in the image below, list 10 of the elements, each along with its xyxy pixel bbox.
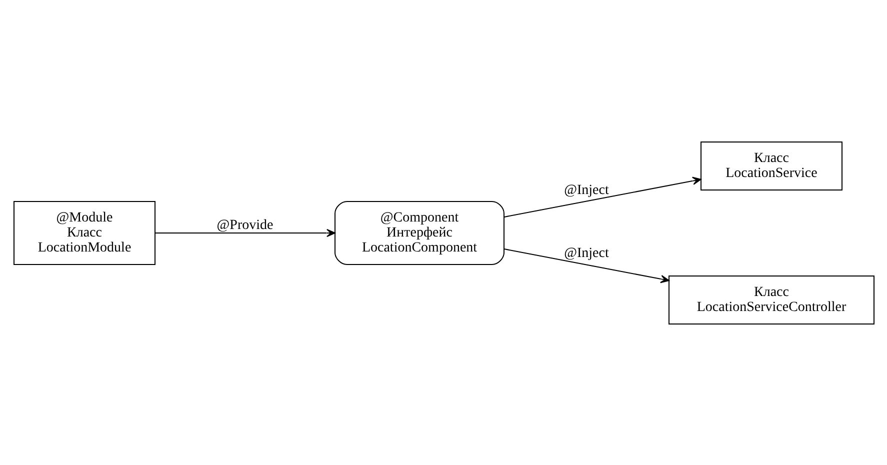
arrow	[154, 228, 335, 237]
node-box: @Module Класс LocationModule	[13, 200, 155, 264]
edge-label: @Inject	[564, 182, 608, 198]
edge-label: @Provide	[216, 218, 273, 233]
edge-label: @Inject	[564, 246, 608, 261]
node-box: Класс LocationService	[700, 141, 842, 190]
node-box: @Component Интерфейс LocationComponent	[334, 200, 504, 264]
node-box: Класс LocationServiceController	[668, 275, 874, 324]
arrow	[503, 176, 701, 217]
arrow	[503, 248, 669, 283]
